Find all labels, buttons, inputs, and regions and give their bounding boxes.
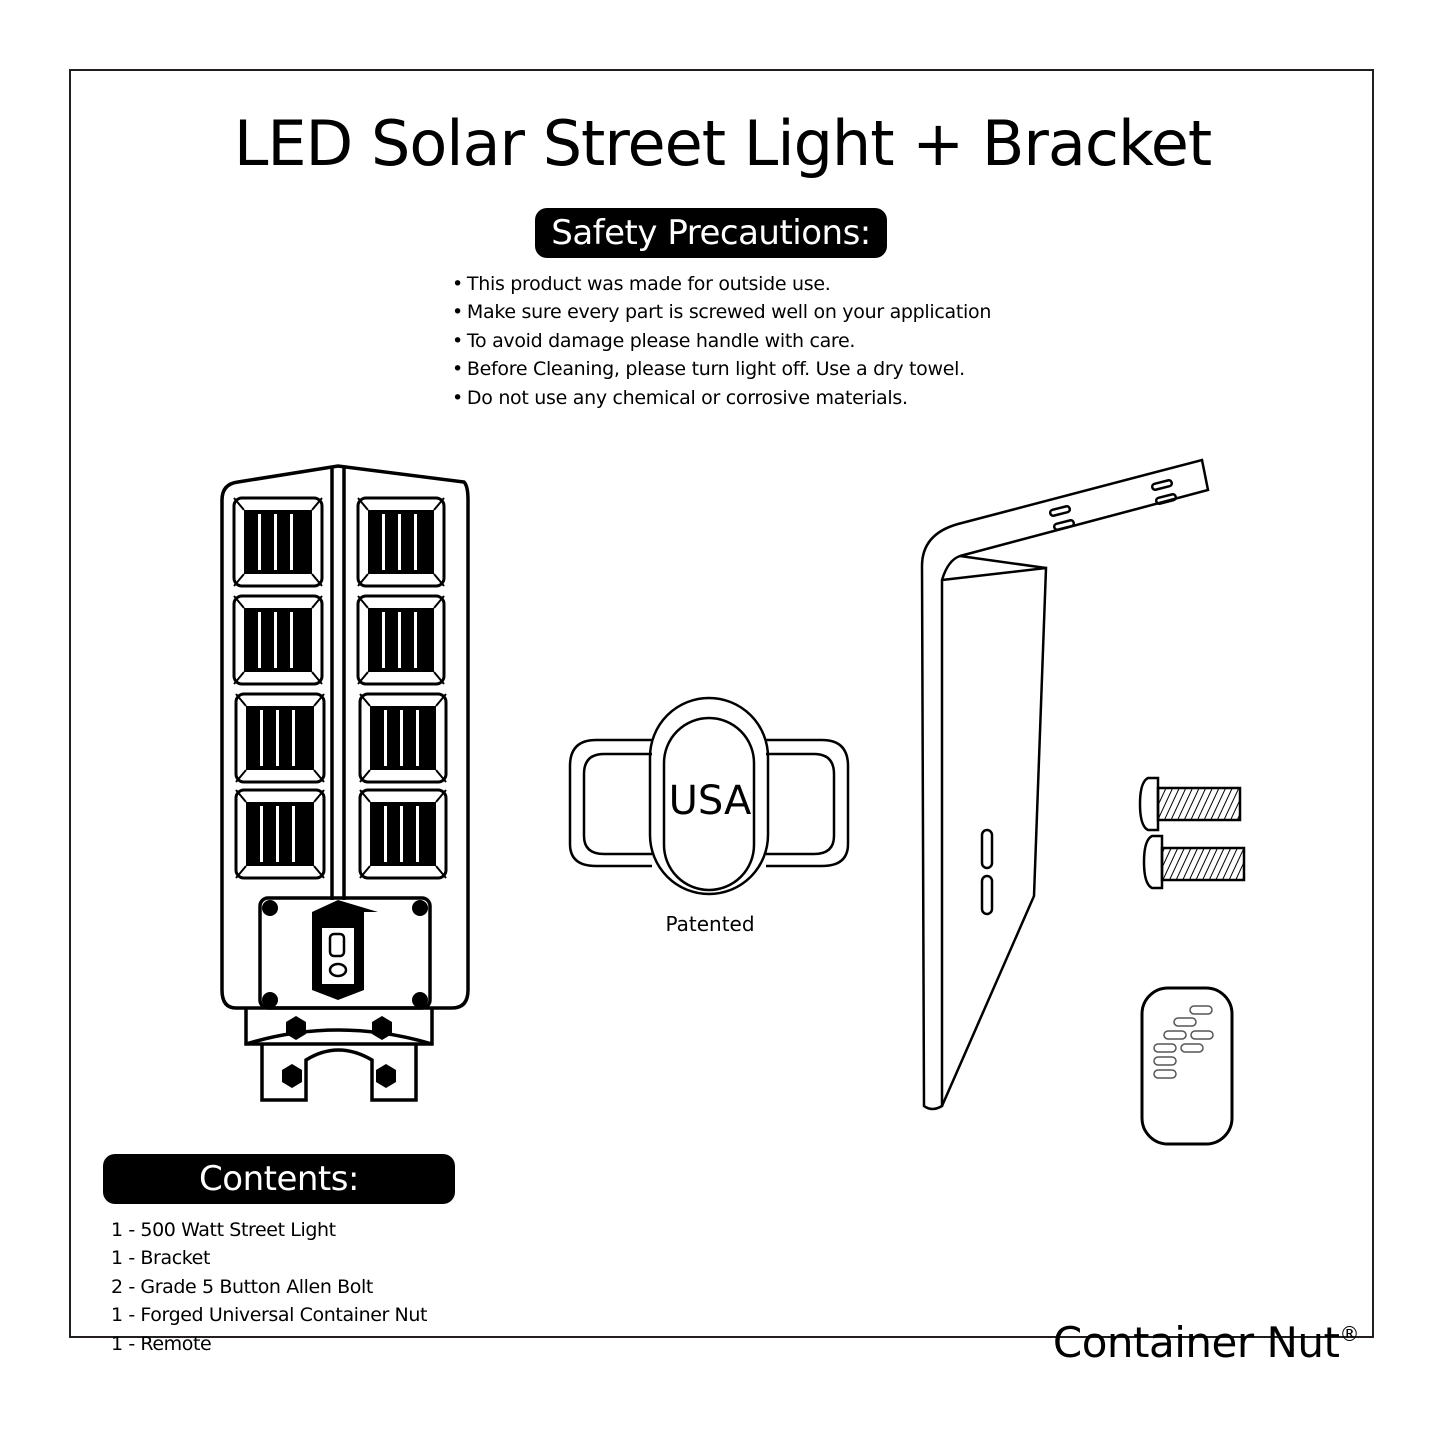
safety-item: Before Cleaning, please turn light off. … bbox=[452, 355, 991, 383]
contents-item: 1 - 500 Watt Street Light bbox=[111, 1219, 336, 1241]
contents-item: 1 - Forged Universal Container Nut bbox=[111, 1304, 428, 1327]
safety-list: This product was made for outside use. M… bbox=[452, 270, 991, 412]
contents-item: 2 - Grade 5 Button Allen Bolt bbox=[111, 1275, 373, 1298]
safety-item: This product was made for outside use. bbox=[452, 270, 991, 298]
contents-item: 1 - Remote bbox=[111, 1332, 212, 1355]
safety-item: To avoid damage please handle with care. bbox=[452, 327, 991, 355]
contents-item: 1 - Bracket bbox=[111, 1247, 211, 1270]
brand-name: Container Nut bbox=[1052, 1318, 1340, 1367]
brand-logo: Container Nut® bbox=[1052, 1306, 1360, 1371]
safety-heading: Safety Precautions: bbox=[535, 208, 887, 258]
page-frame bbox=[69, 69, 1374, 1338]
safety-item: Make sure every part is screwed well on … bbox=[452, 298, 991, 326]
patented-caption: Patented bbox=[665, 912, 755, 936]
registered-mark: ® bbox=[1339, 1322, 1360, 1346]
allen-bolt-icon bbox=[1138, 776, 1246, 890]
contents-list: 1 - 500 Watt Street Light 1 - Bracket 2 … bbox=[111, 1216, 427, 1358]
solar-street-light-icon bbox=[220, 464, 470, 1102]
page-title: LED Solar Street Light + Bracket bbox=[233, 107, 1212, 180]
contents-heading: Contents: bbox=[103, 1154, 455, 1204]
bracket-icon bbox=[920, 458, 1210, 1111]
remote-icon bbox=[1140, 986, 1234, 1146]
nut-label: USA bbox=[668, 778, 752, 824]
container-nut-icon bbox=[568, 696, 850, 896]
safety-item: Do not use any chemical or corrosive mat… bbox=[452, 384, 991, 412]
